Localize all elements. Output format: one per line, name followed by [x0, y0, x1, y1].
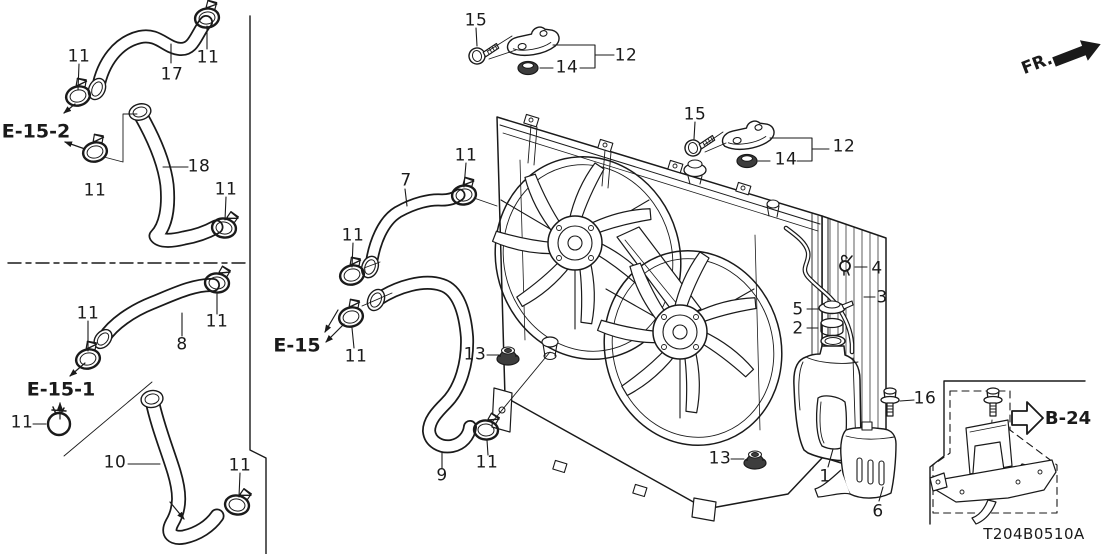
water-hose-17 — [87, 15, 213, 101]
part-label-3: 3 — [876, 287, 888, 308]
part-label-13-2: 13 — [708, 448, 732, 469]
part-label-11-4: 11 — [214, 179, 238, 200]
part-label-11-2: 11 — [196, 47, 220, 68]
fr-direction-arrow-icon — [1052, 40, 1101, 67]
part-label-1: 1 — [819, 466, 831, 487]
tube-clip-4 — [839, 254, 853, 276]
part-label-4: 4 — [871, 258, 883, 279]
radiator-filler-neck — [766, 199, 780, 218]
radiator-fan-shroud-assembly — [489, 113, 887, 522]
part-label-11-9: 11 — [341, 225, 365, 246]
radiator-outlet-port — [541, 336, 559, 360]
water-hose-9 — [366, 275, 477, 454]
part-label-14-2: 14 — [774, 149, 798, 170]
part-label-11-7: 11 — [10, 412, 34, 433]
part-label-15-1: 15 — [464, 10, 488, 31]
part-label-11-1: 11 — [67, 46, 91, 67]
ref-label-e-15: E-15 — [273, 334, 321, 357]
part-label-11-3: 11 — [83, 180, 107, 201]
tank-cap-5 — [818, 300, 854, 315]
part-label-2: 2 — [792, 318, 804, 339]
water-hose-7 — [360, 188, 466, 279]
reserve-tank-tube-3 — [783, 225, 855, 355]
part-label-5: 5 — [792, 299, 804, 320]
part-label-9: 9 — [436, 465, 448, 486]
ref-label-b-24: B-24 — [1044, 408, 1092, 429]
radiator-cap — [683, 159, 707, 185]
part-label-7: 7 — [400, 170, 412, 191]
part-label-11-11: 11 — [454, 145, 478, 166]
part-label-11-8: 11 — [228, 455, 252, 476]
water-hose-10 — [140, 389, 225, 545]
leader-lines — [32, 25, 915, 502]
part-label-12-1: 12 — [614, 45, 638, 66]
b24-pointer-arrow-icon — [1011, 401, 1044, 435]
part-label-10: 10 — [103, 452, 127, 473]
part-label-11-12: 11 — [475, 452, 499, 473]
ref-label-e-15-2: E-15-2 — [1, 120, 71, 143]
part-label-14-1: 14 — [555, 57, 579, 78]
section-divider-lines — [7, 15, 267, 554]
part-label-13-1: 13 — [463, 344, 487, 365]
ref-label-e-15-1: E-15-1 — [26, 378, 96, 401]
inset-bracket-art — [929, 419, 1057, 525]
water-hose-18 — [128, 103, 224, 248]
part-label-15-2: 15 — [683, 104, 707, 125]
part-label-12-2: 12 — [832, 136, 856, 157]
water-hose-8 — [93, 277, 220, 350]
part-label-18: 18 — [187, 156, 211, 177]
reference-arrows — [57, 103, 345, 520]
inset-bolt — [983, 387, 1003, 417]
part-label-17: 17 — [160, 64, 184, 85]
part-label-11-10: 11 — [344, 346, 368, 367]
tank-protector-6 — [814, 421, 897, 499]
diagram-code: T204B0510A — [983, 525, 1085, 543]
part-label-11-5: 11 — [76, 303, 100, 324]
part-label-11-6: 11 — [205, 311, 229, 332]
left-cooling-fan — [489, 155, 682, 361]
right-cooling-fan — [594, 249, 783, 447]
part-label-16: 16 — [913, 388, 937, 409]
b24-inset — [929, 380, 1086, 525]
part-label-6: 6 — [872, 501, 884, 522]
part-label-8: 8 — [176, 334, 188, 355]
